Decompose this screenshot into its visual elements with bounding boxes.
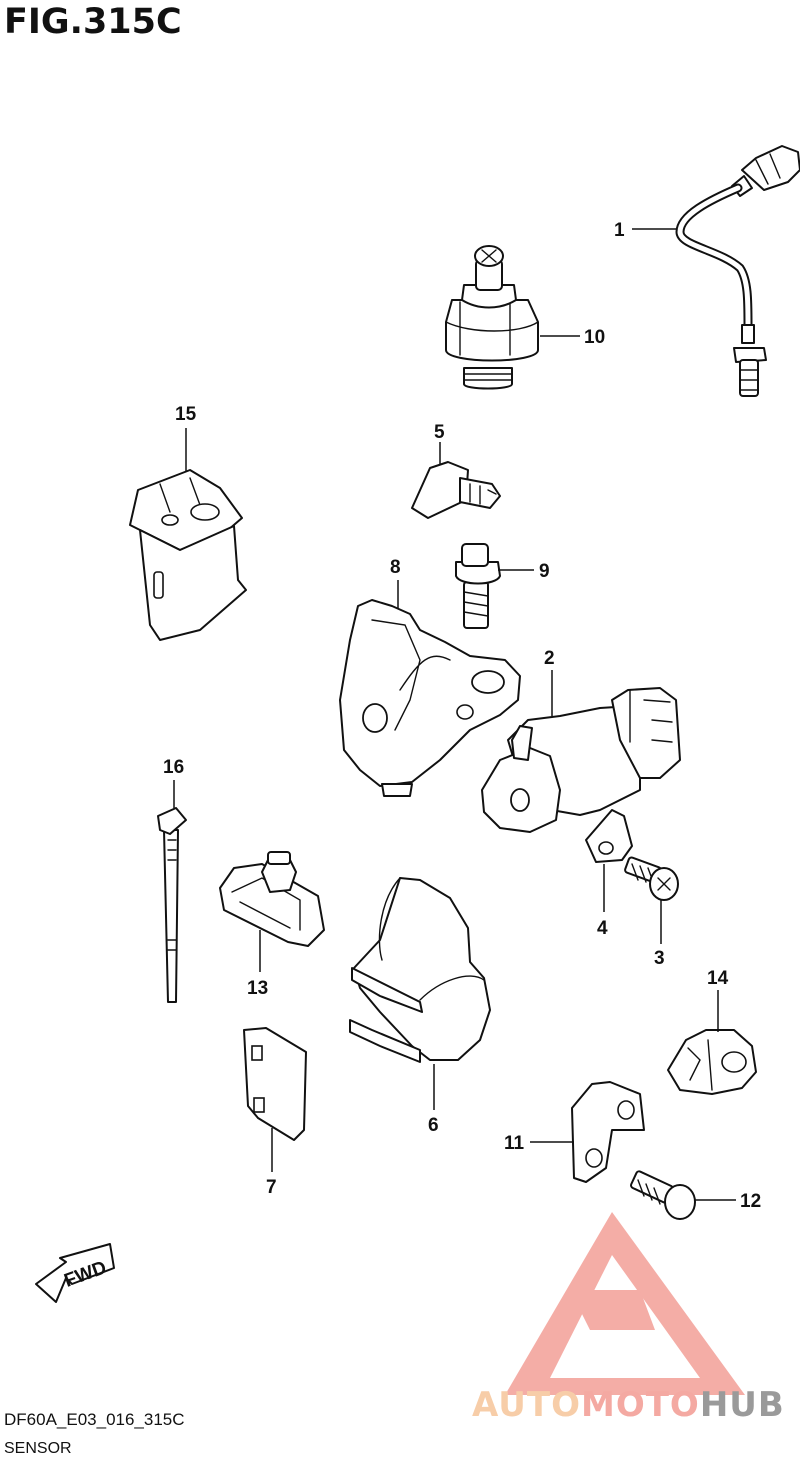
fwd-arrow-icon: FWD [35, 1243, 115, 1303]
callout-11: 11 [504, 1133, 525, 1154]
part-4-small-bracket [585, 809, 633, 863]
callout-10: 10 [584, 327, 605, 348]
callout-14: 14 [707, 968, 729, 989]
leader-lines [173, 228, 736, 1201]
callout-3: 3 [654, 948, 665, 969]
part-10-pressure-sensor [445, 245, 539, 390]
callout-9: 9 [539, 561, 550, 582]
callout-13: 13 [247, 978, 268, 999]
part-1-sensor-cable [675, 145, 800, 397]
part-7-plate [243, 1027, 307, 1141]
figure-name: SENSOR [4, 1440, 72, 1457]
callout-2: 2 [544, 648, 555, 669]
figure-code: DF60A_E03_016_315C [4, 1410, 185, 1429]
part-11-bracket [571, 1081, 645, 1183]
callout-12: 12 [740, 1191, 761, 1212]
part-2-cam-sensor [481, 687, 681, 833]
callout-labels: 1 2 3 4 5 6 7 8 9 10 11 12 13 14 15 16 [163, 220, 761, 1212]
callout-5: 5 [434, 422, 445, 443]
page-title: FIG.315C [4, 2, 182, 42]
part-16-cable-tie [157, 807, 187, 1003]
part-12-bolt [630, 1170, 696, 1220]
callout-7: 7 [266, 1177, 277, 1198]
part-5-connector [411, 461, 501, 519]
callout-4: 4 [597, 918, 608, 939]
part-8-bracket [339, 599, 521, 797]
callout-15: 15 [175, 404, 197, 425]
part-15-cable-holder [129, 469, 247, 641]
part-6-clamp [349, 877, 491, 1063]
part-3-screw [624, 856, 679, 901]
watermark-hub: HUB [699, 1385, 785, 1425]
part-9-bolt [455, 543, 501, 629]
watermark-logo [505, 1212, 745, 1395]
part-13-clip [219, 851, 325, 947]
callout-8: 8 [390, 557, 401, 578]
watermark-auto: AUTO [472, 1385, 581, 1425]
part-14-clip [667, 1029, 757, 1095]
callout-16: 16 [163, 757, 184, 778]
watermark-moto: MOTO [580, 1385, 700, 1425]
callout-1: 1 [614, 220, 625, 241]
watermark-text: AUTOMOTOHUB [472, 1385, 785, 1425]
callout-6: 6 [428, 1115, 439, 1136]
